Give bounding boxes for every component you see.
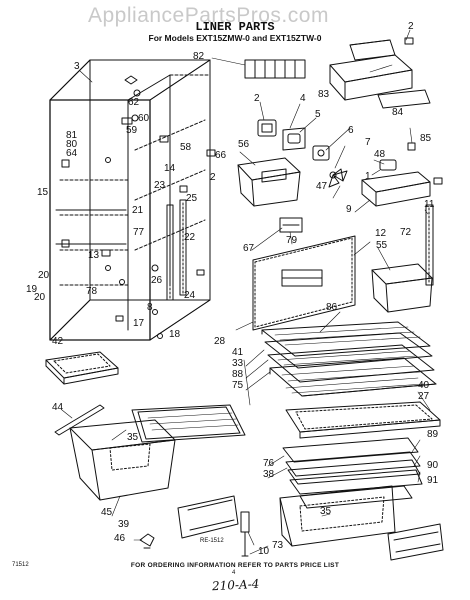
pan-cover-39 <box>177 495 239 539</box>
drawing-code: RE-1512 <box>200 538 224 544</box>
callout: 84 <box>392 107 404 118</box>
drip-tray <box>45 351 119 385</box>
pan-rail <box>54 404 105 436</box>
diagram-title: LINER PARTS <box>195 20 275 34</box>
callout: 82 <box>193 51 205 62</box>
callout: 78 <box>86 286 98 297</box>
callout: 14 <box>164 163 176 174</box>
callout: 23 <box>154 180 166 191</box>
callout: 4 <box>300 93 306 104</box>
callout: 39 <box>118 519 130 530</box>
icemaker-and-fan <box>257 119 443 207</box>
callout: 75 <box>232 380 244 391</box>
callout: 22 <box>184 232 196 243</box>
callout: 11 <box>424 199 435 210</box>
callout: 6 <box>348 125 354 136</box>
callout: 2 <box>210 172 216 183</box>
figure-code: 71512 <box>12 562 29 568</box>
callout: 67 <box>243 243 255 254</box>
callout: 56 <box>238 139 250 150</box>
callout: 45 <box>101 507 113 518</box>
crisper-cover <box>285 401 441 439</box>
callout: 58 <box>180 142 192 153</box>
callout: 40 <box>418 380 430 391</box>
callout: 26 <box>151 275 163 286</box>
callout: 20 <box>38 270 50 281</box>
page-number: 4 <box>232 570 236 576</box>
callout: 79 <box>286 235 298 246</box>
freezer-shelf <box>131 404 246 443</box>
callout: 5 <box>315 109 321 120</box>
footer-note: FOR ORDERING INFORMATION REFER TO PARTS … <box>130 562 340 569</box>
liner-cabinet <box>49 59 216 341</box>
callout: 83 <box>318 89 330 100</box>
callout: 9 <box>346 204 352 215</box>
callout: 64 <box>66 148 78 159</box>
callout: 2 <box>408 21 414 32</box>
callout: 2 <box>254 93 260 104</box>
callout: 91 <box>427 475 439 486</box>
freezer-bin <box>237 157 301 207</box>
callout: 27 <box>418 391 430 402</box>
callout: 59 <box>126 125 138 136</box>
callout: 88 <box>232 369 244 380</box>
diagram-subtitle: For Models EXT15ZMW-0 and EXT15ZTW-0 <box>148 33 322 43</box>
crisper-drawers <box>279 437 444 561</box>
callout: 47 <box>316 181 328 192</box>
callout: 10 <box>258 546 270 557</box>
callout: 76 <box>263 458 275 469</box>
rear-panel <box>252 235 356 331</box>
callout: 72 <box>400 227 412 238</box>
callout: 38 <box>263 469 275 480</box>
callout: 28 <box>214 336 226 347</box>
callout: 41 <box>232 347 244 358</box>
callout: 80 <box>66 139 78 150</box>
callout: 66 <box>215 150 227 161</box>
callout: 3 <box>74 61 80 72</box>
callout: 15 <box>37 187 49 198</box>
small-bracket <box>279 217 303 233</box>
callout: 48 <box>374 149 386 160</box>
trim-strip <box>425 204 434 286</box>
callout: 33 <box>232 358 244 369</box>
callout: 62 <box>128 97 140 108</box>
callout: 12 <box>375 228 387 239</box>
callout: 85 <box>420 133 432 144</box>
callout: 8 <box>147 302 153 313</box>
watermark: AppliancePartsPros.com <box>88 4 329 27</box>
callout: 21 <box>132 205 144 216</box>
callout: 1 <box>365 171 371 182</box>
meat-pan <box>69 419 176 501</box>
callout: 89 <box>427 429 439 440</box>
callout: 55 <box>376 240 388 251</box>
callout: 7 <box>365 137 371 148</box>
callout: 42 <box>52 336 64 347</box>
callout: 35 <box>320 506 332 517</box>
callout: 24 <box>184 290 196 301</box>
callout: 18 <box>169 329 181 340</box>
callout: 73 <box>272 540 284 551</box>
callout: 35 <box>127 432 139 443</box>
handwritten-note: 210-A-4 <box>211 576 260 594</box>
callout: 86 <box>326 302 338 313</box>
callout: 25 <box>186 193 198 204</box>
callout: 17 <box>133 318 145 329</box>
callout: 90 <box>427 460 439 471</box>
callout: 19 <box>26 284 38 295</box>
callout: 77 <box>133 227 145 238</box>
callout: 60 <box>138 113 150 124</box>
callout: 13 <box>88 250 100 261</box>
wire-shelves <box>261 321 437 397</box>
callout: 46 <box>114 533 126 544</box>
shaft-10-73 <box>240 511 250 557</box>
ice-tray-assembly <box>244 37 431 109</box>
latch-46 <box>139 533 155 549</box>
callout: 81 <box>66 130 78 141</box>
callout: 44 <box>52 402 64 413</box>
callout: 20 <box>34 292 46 303</box>
crisper-55 <box>371 263 433 313</box>
